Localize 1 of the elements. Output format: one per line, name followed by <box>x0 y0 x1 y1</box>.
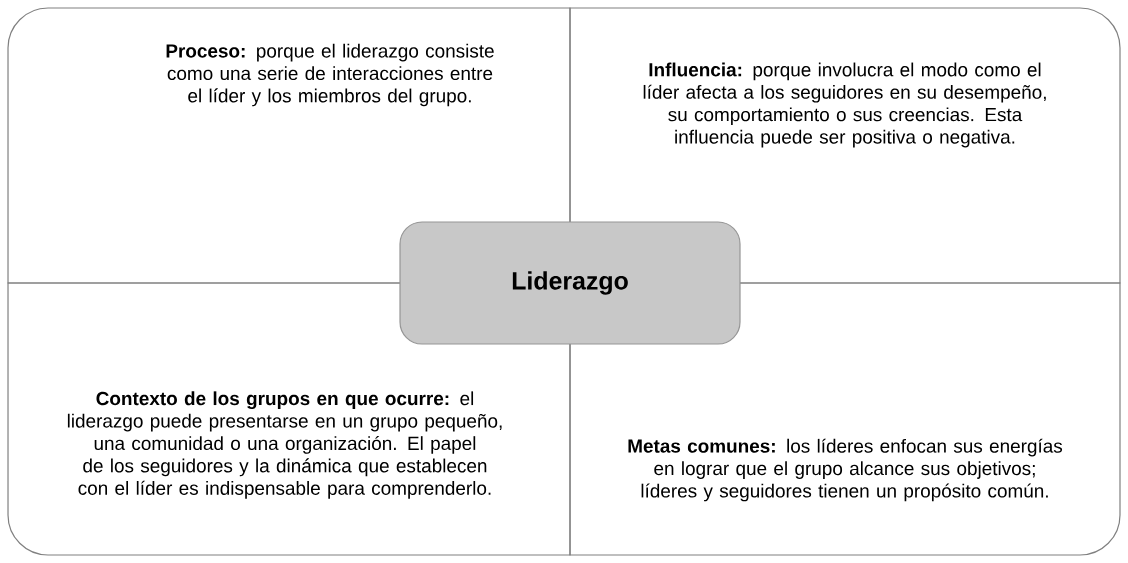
center-box: Liderazgo <box>399 221 741 345</box>
